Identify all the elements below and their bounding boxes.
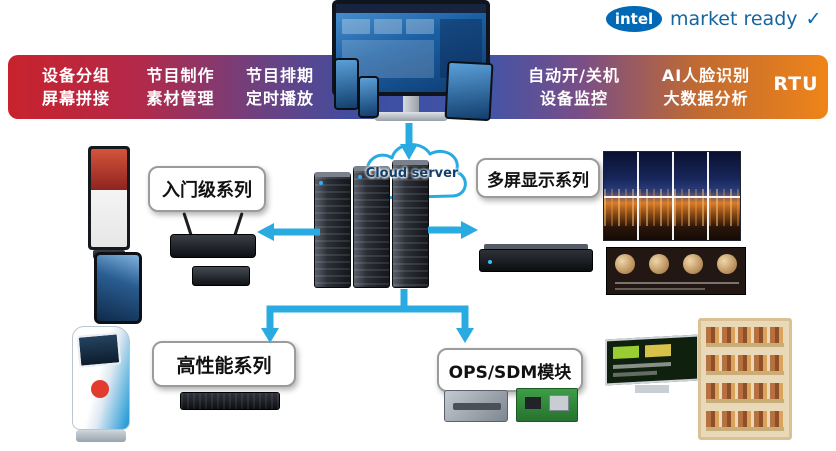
player-body [479, 249, 593, 272]
cms-monitor-image [332, 0, 494, 142]
banner-line: 节目制作 [146, 66, 215, 85]
intel-market-ready-brand: intel market ready ✓ [606, 5, 832, 33]
banner-item-device-grouping: 设备分组 屏幕拼接 [26, 64, 126, 110]
banner-item-scheduling: 节目排期 定时播放 [230, 64, 330, 110]
menu-text-line [613, 362, 671, 370]
banner-line: 素材管理 [146, 89, 215, 108]
power-led-icon [488, 260, 492, 264]
menu-board-image [606, 247, 746, 295]
entry-box-image [192, 266, 250, 286]
arrowhead-down-icon [456, 328, 474, 343]
food-dish-icon [649, 254, 669, 274]
module-slot [453, 403, 501, 410]
banner-line: 自动开/关机 [528, 66, 620, 85]
server-tower [353, 166, 390, 288]
phone-image [334, 58, 359, 110]
multiscreen-player-image [479, 244, 593, 276]
banner-line: 节目排期 [245, 66, 314, 85]
cloud-server-label: Cloud server [365, 166, 459, 181]
phone-image [358, 76, 379, 118]
menu-text-line [615, 288, 705, 290]
tablet-screen [446, 62, 492, 120]
menu-block [645, 344, 671, 358]
node-label: 高性能系列 [176, 354, 272, 377]
menu-text-line [615, 282, 739, 284]
dashboard-topbar [336, 4, 486, 13]
banner-line: 定时播放 [245, 89, 314, 108]
phone-screen [360, 78, 377, 116]
monitor-bezel [332, 0, 490, 96]
menu-block [613, 345, 639, 360]
kiosk-frame [88, 146, 130, 250]
antenna-icon [233, 212, 244, 236]
chip-icon [525, 397, 541, 409]
kiosk-screen [76, 332, 122, 368]
antenna-icon [182, 212, 193, 236]
banner-line: 设备监控 [539, 89, 608, 108]
node-label: 多屏显示系列 [487, 170, 589, 191]
menu-text-line [613, 370, 657, 378]
screen-stand [635, 385, 669, 393]
shelf-row [706, 411, 784, 431]
ops-module-image [444, 390, 508, 422]
node-multiscreen-series: 多屏显示系列 [476, 158, 600, 198]
tablet-image [444, 60, 494, 122]
monitor-stand-base [374, 112, 448, 121]
performance-player-image [180, 392, 280, 410]
checkmark-icon: ✓ [805, 8, 822, 30]
server-tower [314, 172, 351, 288]
tablet-screen [97, 255, 139, 321]
dashboard-tile [406, 19, 434, 34]
sdm-board-image [516, 388, 578, 422]
banner-line: RTU [773, 73, 819, 95]
arrow-to-ops-sdm [404, 305, 469, 328]
monitor-stand-neck [403, 96, 419, 113]
self-service-kiosk-image [70, 320, 134, 442]
banner-line: 设备分组 [41, 66, 110, 85]
floor-kiosk-image [88, 146, 130, 264]
retail-shelf-image [698, 318, 792, 440]
menu-screen-panel [605, 334, 699, 386]
node-entry-series: 入门级系列 [148, 166, 266, 212]
banner-item-auto-power: 自动开/关机 设备监控 [513, 64, 635, 110]
phone-screen [336, 60, 357, 108]
banner-line: 大数据分析 [663, 89, 749, 108]
heatsink-icon [549, 395, 569, 411]
shelf-row [706, 355, 784, 375]
shelf-row [706, 327, 784, 347]
food-dish-icon [615, 254, 635, 274]
banner-item-content-production: 节目制作 素材管理 [128, 64, 233, 110]
entry-player-image [170, 212, 256, 260]
banner-item-ai-analytics: AI人脸识别 大数据分析 [644, 64, 768, 110]
kiosk-base [76, 430, 126, 442]
market-ready-label: market ready [670, 8, 798, 30]
arrow-to-performance-series [266, 289, 408, 328]
tablet-device-image [94, 252, 142, 324]
player-top-face [484, 244, 588, 251]
shelf-row [706, 383, 784, 403]
kiosk-screen [91, 149, 127, 247]
videowall-grid-line [604, 196, 740, 198]
server-tower [392, 160, 429, 288]
banner-line: 屏幕拼接 [41, 89, 110, 108]
food-dish-icon [683, 254, 703, 274]
dashboard-tile [342, 19, 370, 34]
menu-screen-image [605, 334, 703, 395]
arrowhead-left-icon [257, 223, 274, 241]
node-label: 入门级系列 [162, 180, 252, 201]
intel-logo: intel [606, 6, 662, 32]
arrowhead-right-icon [461, 221, 478, 239]
player-body [170, 234, 256, 258]
intel-logo-text: intel [614, 10, 654, 28]
video-wall-image [603, 151, 741, 241]
node-performance-series: 高性能系列 [152, 341, 296, 387]
node-label: OPS/SDM模块 [448, 362, 572, 383]
server-rack-image [314, 160, 432, 290]
node-ops-sdm-module: OPS/SDM模块 [437, 348, 583, 392]
dashboard-tile [374, 19, 402, 34]
food-dish-icon [717, 254, 737, 274]
banner-line: AI人脸识别 [661, 66, 751, 85]
banner-item-rtu: RTU [768, 73, 824, 96]
kiosk-logo-badge [91, 380, 109, 398]
